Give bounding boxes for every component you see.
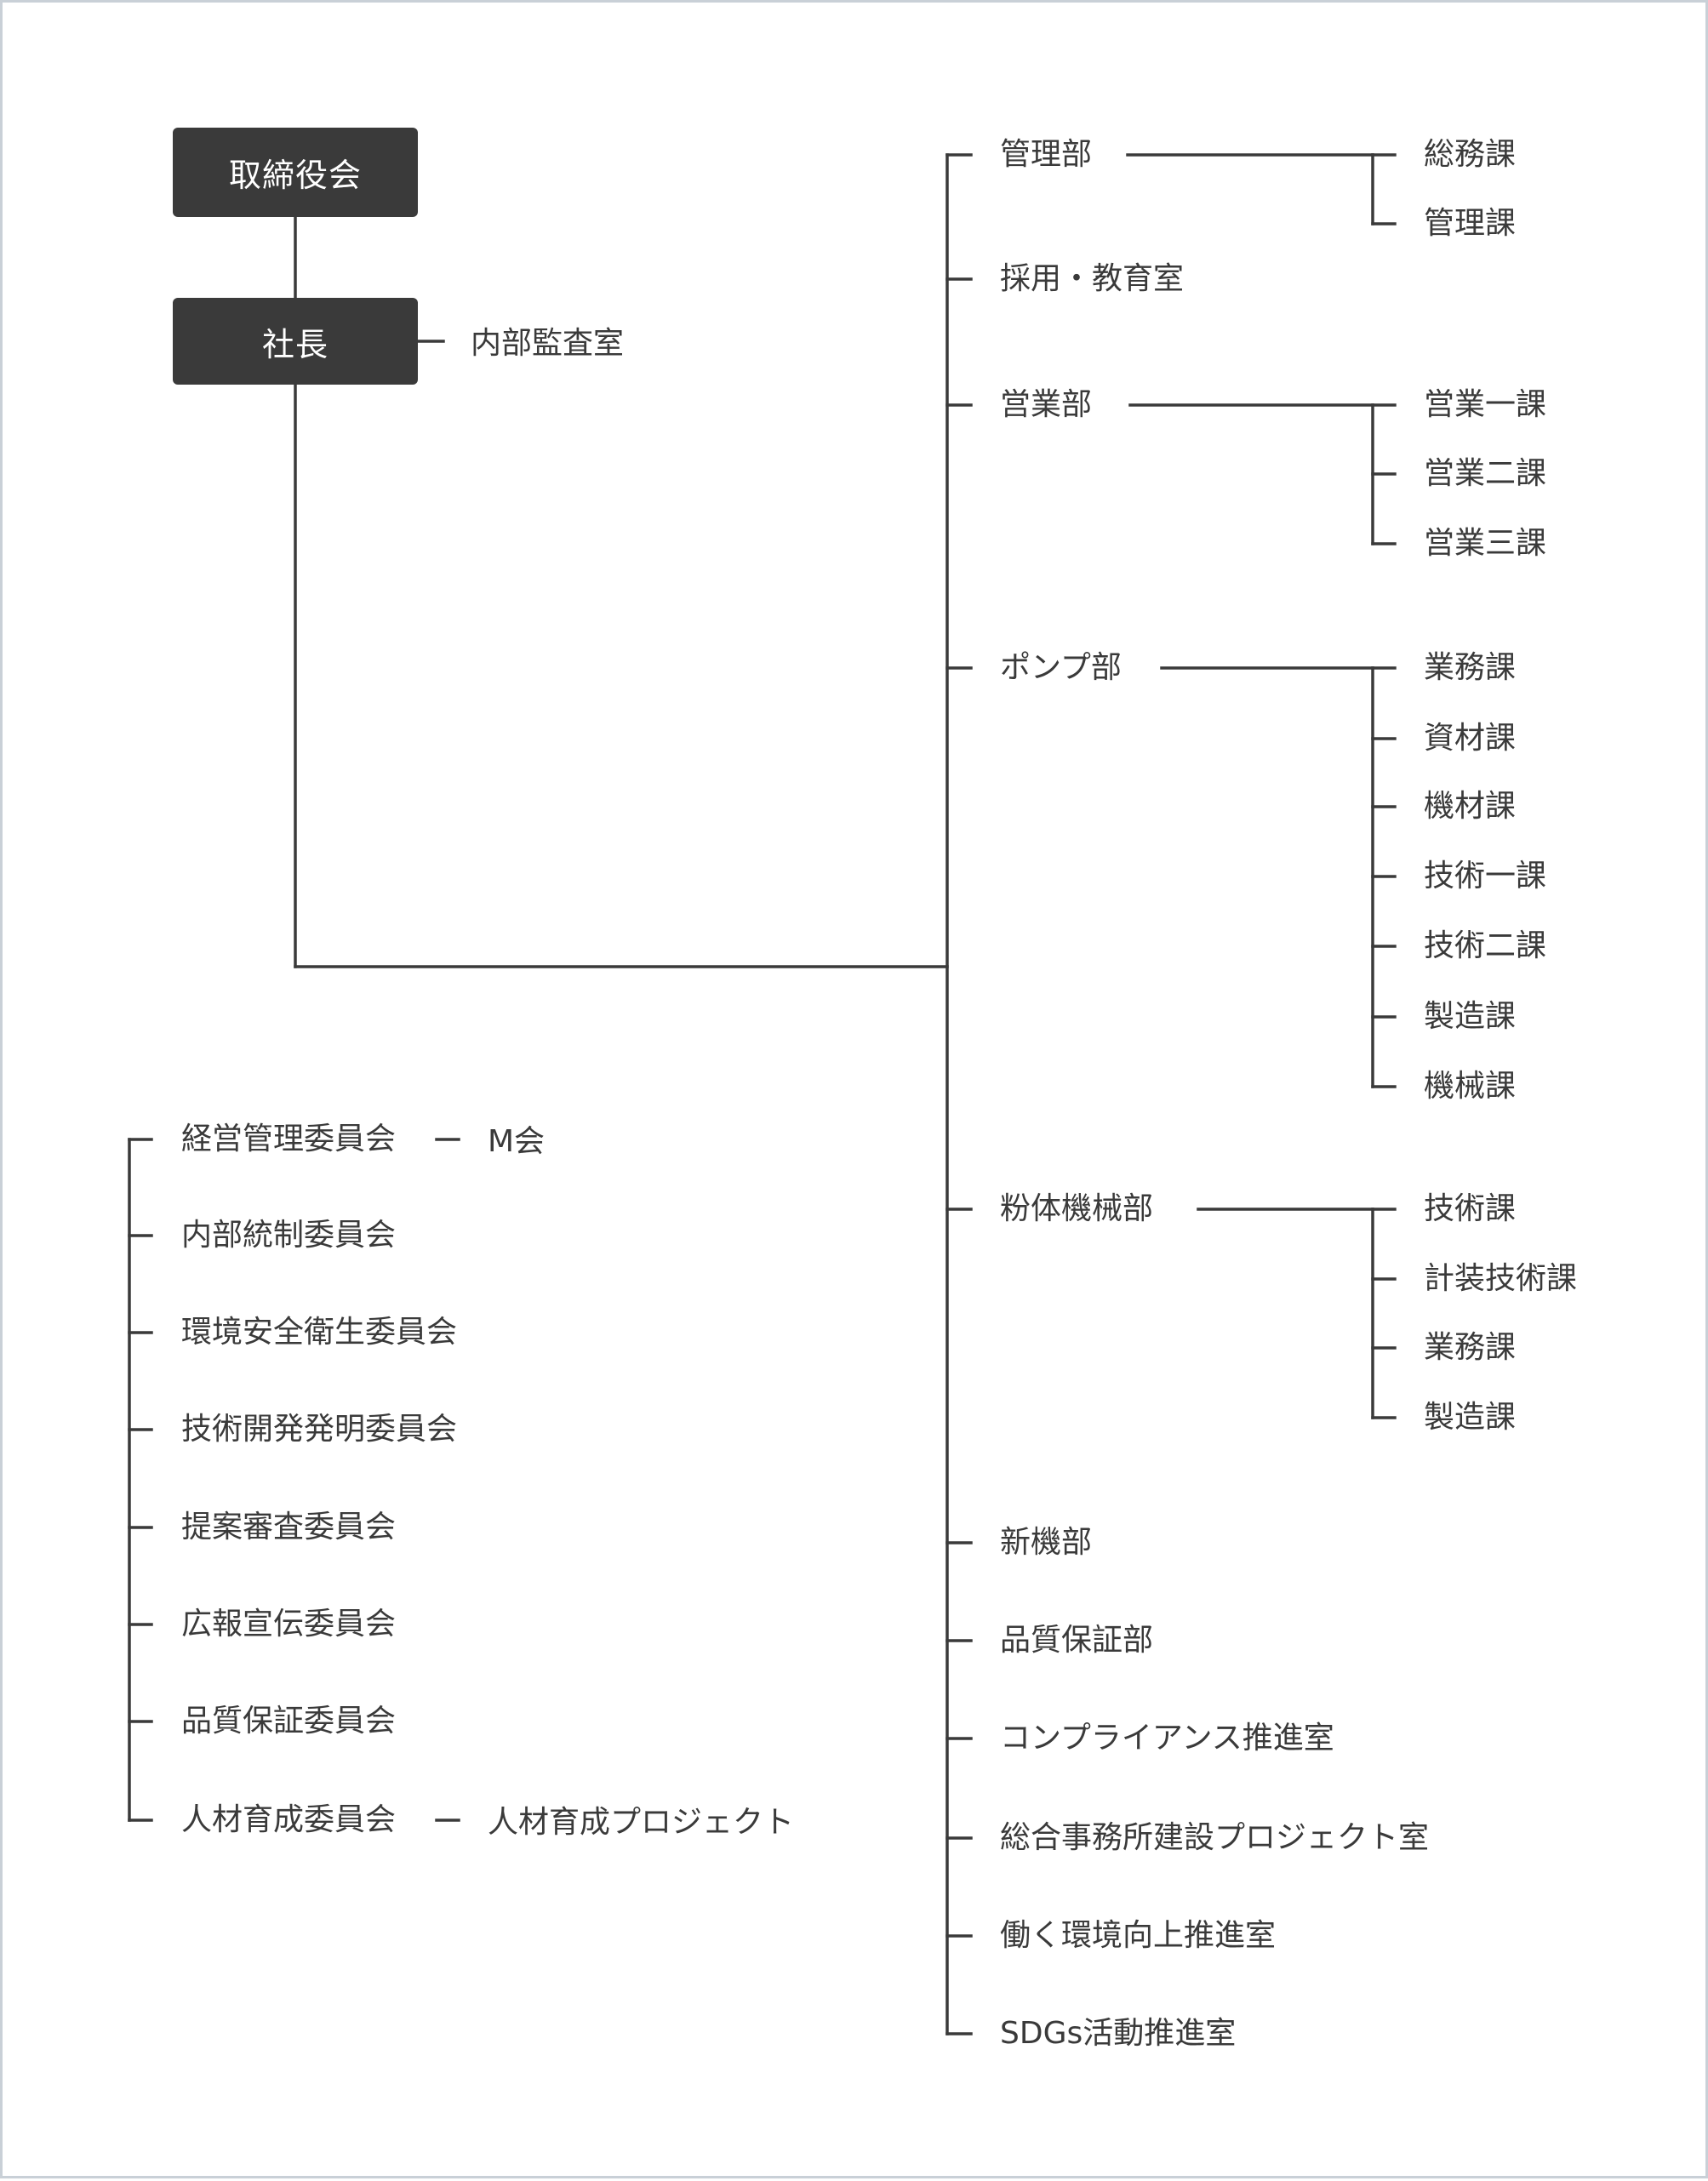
section-label: 技術一課 xyxy=(1424,859,1547,894)
section-label: 製造課 xyxy=(1424,1400,1517,1435)
section-label: 業務課 xyxy=(1424,650,1517,685)
section-label: 総務課 xyxy=(1424,137,1517,172)
section-label: 計装技術課 xyxy=(1424,1261,1578,1296)
section-label: 機材課 xyxy=(1424,789,1517,824)
department-label: 採用・教育室 xyxy=(1000,261,1185,296)
committee-label: 品質保証委員会 xyxy=(181,1704,397,1739)
board-box: 取締役会 xyxy=(173,128,418,217)
department-label: 総合事務所建設プロジェクト室 xyxy=(1000,1820,1430,1855)
section-label: 営業一課 xyxy=(1424,387,1547,422)
section-label: 管理課 xyxy=(1424,206,1517,241)
committee-label: 環境安全衛生委員会 xyxy=(181,1315,458,1350)
section-label: 機械課 xyxy=(1424,1069,1517,1104)
section-label: 技術課 xyxy=(1424,1191,1517,1226)
committee-sub-label: M会 xyxy=(488,1124,546,1159)
section-label: 業務課 xyxy=(1424,1330,1517,1365)
committee-label: 内部統制委員会 xyxy=(181,1218,397,1253)
committee-label: 人材育成委員会 xyxy=(181,1802,397,1837)
committee-label: 広報宣伝委員会 xyxy=(181,1607,397,1641)
section-label: 営業二課 xyxy=(1424,456,1547,491)
department-label: 新機部 xyxy=(1000,1525,1093,1560)
committee-sub-label: 人材育成プロジェクト xyxy=(488,1805,795,1840)
department-label: コンプライアンス推進室 xyxy=(1000,1721,1334,1756)
section-label: 営業三課 xyxy=(1424,526,1547,561)
committee-label: 経営管理委員会 xyxy=(181,1122,397,1156)
committee-label: 提案審査委員会 xyxy=(181,1510,397,1544)
department-label: 粉体機械部 xyxy=(1000,1191,1154,1226)
department-label: 品質保証部 xyxy=(1000,1623,1154,1658)
section-label: 技術二課 xyxy=(1424,928,1547,963)
connector-lines xyxy=(128,153,1397,2035)
department-label: SDGs活動推進室 xyxy=(1000,2016,1237,2051)
audit-office-label: 内部監査室 xyxy=(471,326,625,361)
department-label: 営業部 xyxy=(1000,387,1093,422)
committee-label: 技術開発発明委員会 xyxy=(181,1412,458,1447)
department-label: ポンプ部 xyxy=(1000,650,1122,685)
department-label: 働く環境向上推進室 xyxy=(1000,1918,1277,1953)
section-label: 資材課 xyxy=(1424,721,1517,756)
section-label: 製造課 xyxy=(1424,999,1517,1034)
president-box: 社長 xyxy=(173,298,418,385)
department-label: 管理部 xyxy=(1000,137,1093,172)
